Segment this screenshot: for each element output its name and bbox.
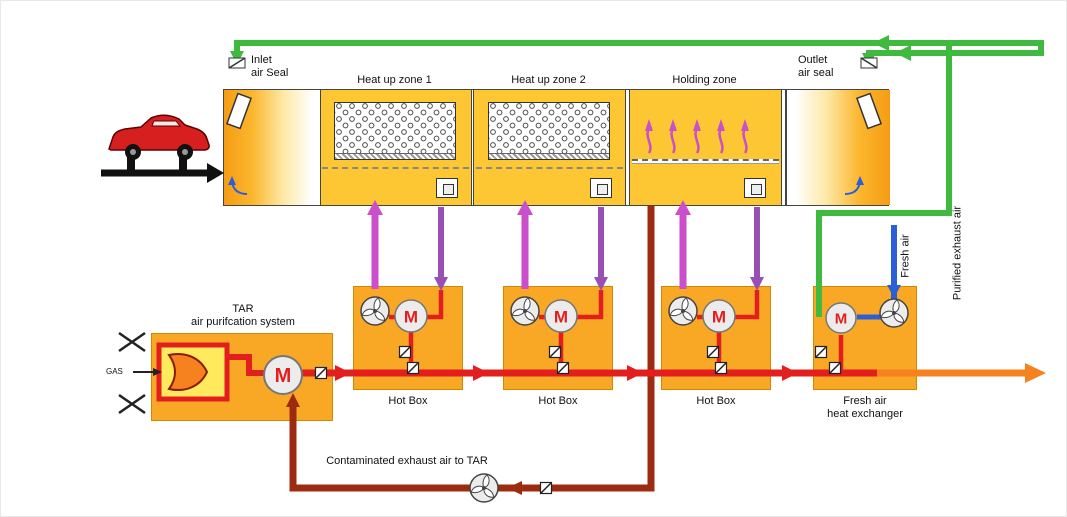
hot-box-1-label: Hot Box	[388, 395, 428, 407]
inlet-air-curl-icon	[228, 176, 248, 195]
holding-zone-heat-arrows	[643, 117, 751, 155]
supply-air-arrows	[367, 200, 691, 289]
fan-icon	[469, 473, 499, 503]
gas-label: GAS	[106, 367, 123, 376]
outlet-damper-icon	[855, 92, 883, 130]
inlet-seal-label: Inlet air Seal	[251, 54, 288, 80]
heat-exchanger-label-line2: heat exchanger	[827, 408, 903, 420]
outlet-seal-label: Outlet air seal	[798, 54, 833, 80]
fan-icon	[879, 298, 909, 328]
tar-label-line2: air purifcation system	[191, 316, 295, 328]
exchanger-motor: M	[825, 302, 857, 334]
valve-icon	[548, 345, 562, 359]
tar-label-line1: TAR	[232, 303, 254, 315]
motor-label: M	[835, 311, 848, 328]
conveyor-arrow	[101, 163, 224, 183]
inlet-seal-label-line1: Inlet	[251, 54, 272, 66]
hot-box-2-motor: M	[544, 299, 578, 333]
wavy-arrow-icon	[715, 117, 727, 155]
valve-icon	[406, 361, 420, 375]
valve-icon	[556, 361, 570, 375]
oven-tunnel	[223, 89, 890, 206]
outlet-seal-label-line2: air seal	[798, 67, 834, 79]
heat-up-zone-2-label: Heat up zone 2	[511, 74, 586, 86]
valve-icon	[814, 345, 828, 359]
heat-exchanger-label: Fresh air heat exchanger	[805, 395, 925, 421]
zone-divider	[781, 90, 786, 205]
motor-label: M	[275, 365, 292, 387]
fan-icon	[360, 296, 390, 326]
burner-box-icon	[744, 178, 766, 198]
nozzle-panel-zone1	[334, 102, 456, 160]
burner-box-icon	[590, 178, 612, 198]
contaminated-exhaust-label: Contaminated exhaust air to TAR	[326, 455, 488, 467]
valve-icon	[398, 345, 412, 359]
motor-label: M	[554, 308, 568, 327]
wavy-arrow-icon	[691, 117, 703, 155]
burner-flame-icon	[167, 353, 209, 391]
hot-box-1-motor: M	[394, 299, 428, 333]
zone-divider	[625, 90, 630, 205]
inlet-damper-icon	[225, 92, 253, 130]
fresh-air-pipe	[857, 225, 901, 320]
tar-system-label: TAR air purifcation system	[153, 303, 333, 329]
inlet-damper-indicator-icon	[228, 57, 246, 69]
holding-zone-label: Holding zone	[672, 74, 737, 86]
zone2-floor-line	[476, 167, 623, 169]
valve-icon	[539, 481, 553, 495]
motor-label: M	[712, 308, 726, 327]
valve-icon	[714, 361, 728, 375]
hot-box-internal-pipes	[389, 290, 844, 373]
tar-burner	[118, 331, 264, 415]
nozzle-panel-zone2	[488, 102, 610, 160]
valve-icon	[314, 366, 328, 380]
car-icon	[108, 114, 210, 171]
wavy-arrow-icon	[667, 117, 679, 155]
hot-box-3-motor: M	[702, 299, 736, 333]
heat-up-zone-1-label: Heat up zone 1	[357, 74, 432, 86]
fan-icon	[668, 296, 698, 326]
outlet-seal-label-line1: Outlet	[798, 54, 828, 66]
purified-exhaust-label: Purified exhaust air	[951, 205, 964, 301]
purified-exhaust-pipe	[877, 363, 1046, 383]
wavy-arrow-icon	[643, 117, 655, 155]
burner-box-icon	[436, 178, 458, 198]
outlet-damper-indicator-icon	[860, 57, 878, 69]
tar-motor: M	[263, 355, 303, 395]
hot-box-2-label: Hot Box	[538, 395, 578, 407]
wavy-arrow-icon	[739, 117, 751, 155]
seal-air-pipe	[230, 35, 1044, 317]
valve-icon	[828, 361, 842, 375]
outlet-air-curl-icon	[844, 176, 864, 195]
zone1-floor-line	[322, 167, 469, 169]
fresh-air-label: Fresh air	[899, 234, 912, 278]
hot-air-main-pipe	[302, 365, 881, 381]
return-air-arrows	[434, 207, 764, 291]
holding-zone-plate	[632, 159, 779, 164]
heat-exchanger-label-line1: Fresh air	[843, 395, 887, 407]
gas-injector-icon	[118, 331, 146, 415]
zone-divider	[471, 90, 474, 205]
fan-icon	[510, 296, 540, 326]
motor-label: M	[404, 308, 418, 327]
inlet-seal-label-line2: air Seal	[251, 67, 289, 79]
hot-box-3-label: Hot Box	[696, 395, 736, 407]
valve-icon	[706, 345, 720, 359]
contaminated-exhaust-pipe	[286, 206, 655, 495]
